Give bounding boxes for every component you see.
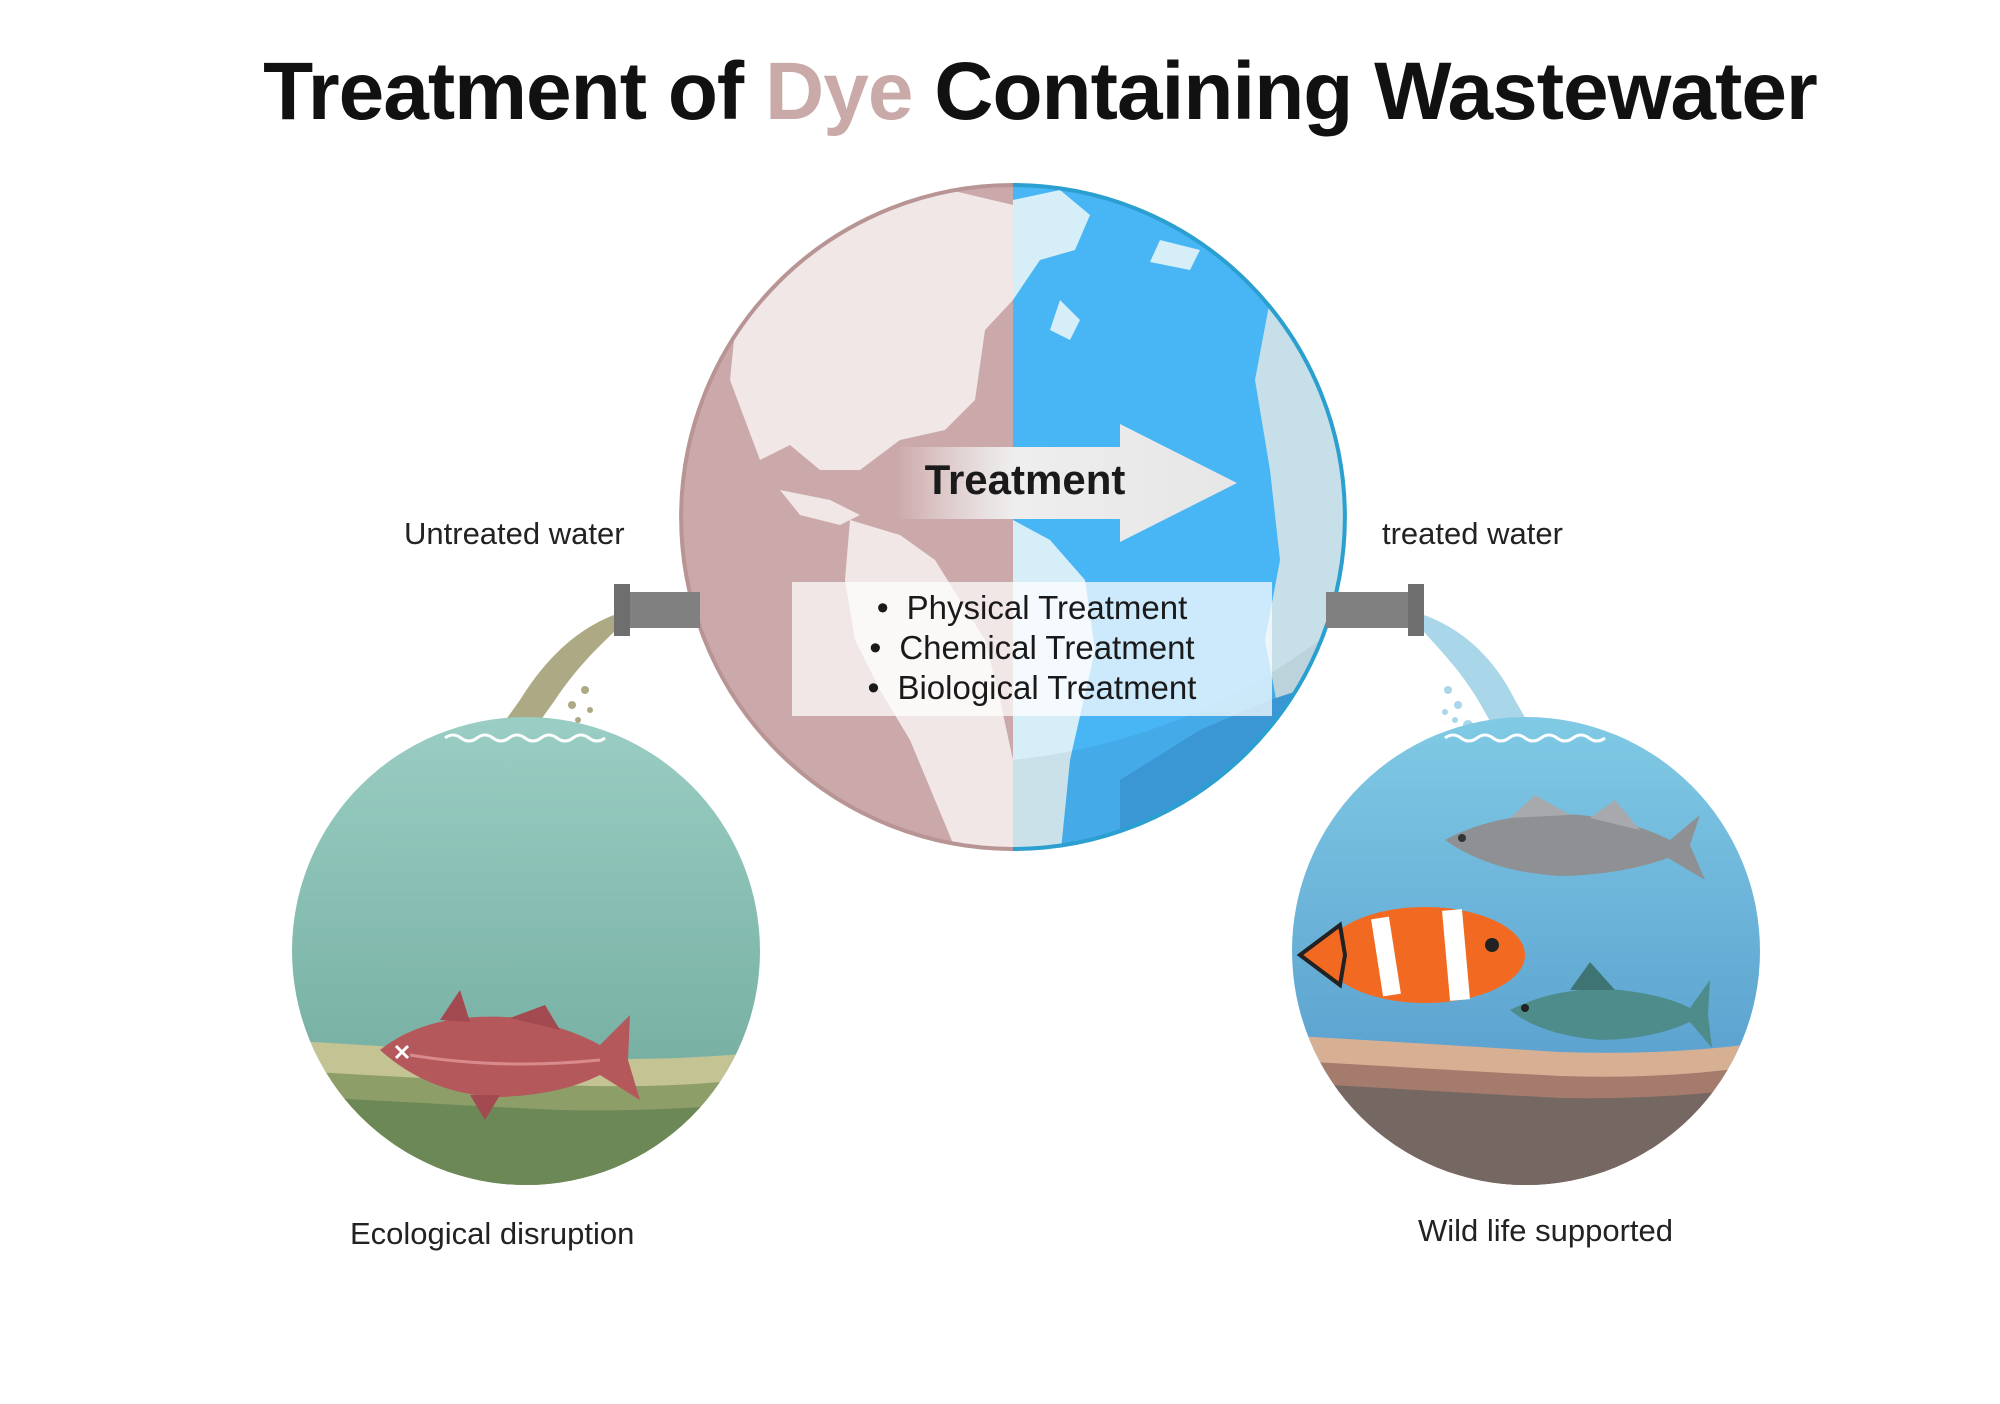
method-biological: Biological Treatment <box>792 668 1272 708</box>
title-part2: Containing Wastewater <box>912 46 1818 137</box>
page-title: Treatment of Dye Containing Wastewater <box>0 42 2000 142</box>
fish-icon <box>1510 962 1712 1048</box>
untreated-water-label: Untreated water <box>404 516 625 551</box>
pipe-icon <box>614 584 1424 636</box>
arrow-icon <box>895 424 1237 542</box>
polluted-pond <box>292 717 760 1185</box>
title-highlight-dye: Dye <box>765 46 913 137</box>
treatment-label: Treatment <box>924 456 1126 503</box>
method-physical: Physical Treatment <box>792 588 1272 628</box>
sea-bass-icon <box>1445 795 1705 880</box>
dead-fish-icon <box>380 990 640 1120</box>
globe-icon <box>679 183 1347 851</box>
ecological-disruption-label: Ecological disruption <box>350 1216 635 1251</box>
method-chemical: Chemical Treatment <box>792 628 1272 668</box>
title-part1: Treatment of <box>263 46 766 137</box>
clownfish-icon <box>1296 907 1525 1003</box>
treatment-methods-box: Physical Treatment Chemical Treatment Bi… <box>792 582 1272 716</box>
treatment-methods-list: Physical Treatment Chemical Treatment Bi… <box>792 582 1272 708</box>
treated-water-label: treated water <box>1382 516 1563 551</box>
wildlife-supported-label: Wild life supported <box>1418 1213 1674 1248</box>
